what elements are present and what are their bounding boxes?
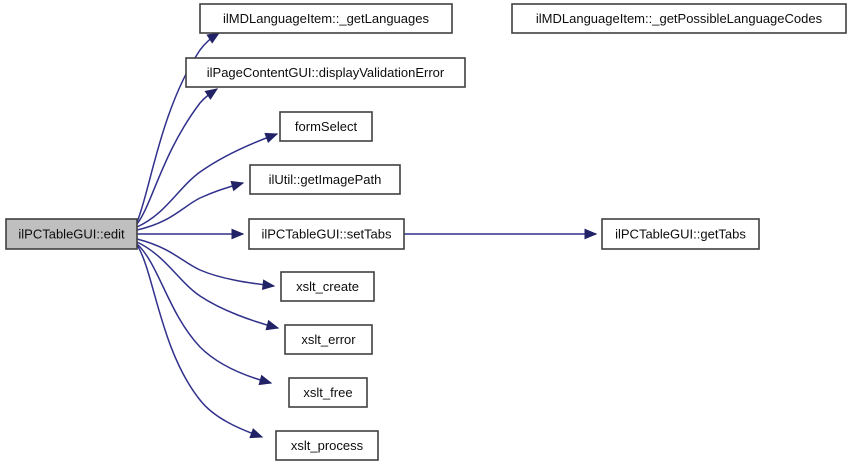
node-box-xslt_create[interactable] bbox=[280, 271, 375, 302]
node-label-getPossibleLanguageCodes: ilMDLanguageItem::_getPossibleLanguageCo… bbox=[536, 11, 823, 26]
edge-root-to-formSelect-line bbox=[136, 133, 278, 228]
edge-root-to-getImagePath-arrowhead bbox=[230, 180, 245, 192]
node-label-xslt_process: xslt_process bbox=[291, 438, 364, 453]
edge-root-to-xslt_free-arrowhead bbox=[258, 374, 273, 386]
graph-node-getLanguages[interactable]: ilMDLanguageItem::_getLanguages bbox=[199, 3, 453, 34]
graph-node-xslt_create[interactable]: xslt_create bbox=[280, 271, 375, 302]
node-box-displayValidationError[interactable] bbox=[185, 57, 466, 88]
edge-root-to-xslt_free-line bbox=[136, 243, 272, 384]
edge-layer bbox=[136, 32, 598, 439]
node-layer: ilPCTableGUI::edit ilMDLanguageItem::_get… bbox=[5, 3, 847, 461]
node-label-xslt_create: xslt_create bbox=[296, 279, 359, 294]
node-box-xslt_process[interactable] bbox=[275, 430, 379, 461]
node-label-getImagePath: ilUtil::getImagePath bbox=[269, 172, 382, 187]
edge-root-to-xslt_error-arrowhead bbox=[265, 319, 280, 331]
edge-root-to-setTabs-arrowhead bbox=[231, 228, 245, 240]
node-label-xslt_free: xslt_free bbox=[303, 385, 352, 400]
edge-root-to-xslt_process-line bbox=[136, 244, 263, 438]
node-box-xslt_free[interactable] bbox=[288, 377, 368, 408]
graph-node-displayValidationError[interactable]: ilPageContentGUI::displayValidationError bbox=[185, 57, 466, 88]
node-label-xslt_error: xslt_error bbox=[301, 332, 356, 347]
node-label-formSelect: formSelect bbox=[295, 119, 358, 134]
graph-node-formSelect[interactable]: formSelect bbox=[279, 111, 373, 142]
node-label-setTabs: ilPCTableGUI::setTabs bbox=[261, 226, 392, 241]
edge-root-to-displayValidationError-arrowhead bbox=[204, 88, 219, 100]
edge-root-to-displayValidationError-line bbox=[136, 88, 218, 225]
node-label-getTabs: ilPCTableGUI::getTabs bbox=[615, 226, 746, 241]
node-label-getLanguages: ilMDLanguageItem::_getLanguages bbox=[223, 11, 429, 26]
edge-root-to-getLanguages-arrowhead bbox=[206, 32, 221, 44]
edge-root-to-xslt_create-line bbox=[136, 238, 275, 287]
graph-node-root[interactable]: ilPCTableGUI::edit bbox=[5, 218, 138, 250]
node-box-root[interactable] bbox=[5, 218, 138, 250]
node-box-setTabs[interactable] bbox=[248, 218, 405, 250]
graph-node-getPossibleLanguageCodes[interactable]: ilMDLanguageItem::_getPossibleLanguageCo… bbox=[511, 3, 847, 34]
edge-setTabs-to-getTabs-arrowhead bbox=[584, 228, 598, 240]
node-label-displayValidationError: ilPageContentGUI::displayValidationError bbox=[207, 65, 445, 80]
node-box-getLanguages[interactable] bbox=[199, 3, 453, 34]
graph-node-xslt_process[interactable]: xslt_process bbox=[275, 430, 379, 461]
edge-root-to-formSelect-arrowhead bbox=[264, 132, 279, 143]
node-box-getImagePath[interactable] bbox=[249, 164, 401, 195]
graph-node-getImagePath[interactable]: ilUtil::getImagePath bbox=[249, 164, 401, 195]
graph-node-xslt_free[interactable]: xslt_free bbox=[288, 377, 368, 408]
edge-root-to-xslt_error-line bbox=[136, 241, 279, 329]
edge-root-to-xslt_process-arrowhead bbox=[249, 428, 264, 439]
node-box-xslt_error[interactable] bbox=[284, 324, 373, 355]
node-box-getPossibleLanguageCodes[interactable] bbox=[511, 3, 847, 34]
node-label-root: ilPCTableGUI::edit bbox=[18, 226, 125, 241]
edge-root-to-xslt_create-arrowhead bbox=[261, 279, 276, 290]
node-box-getTabs[interactable] bbox=[601, 218, 760, 250]
graph-node-xslt_error[interactable]: xslt_error bbox=[284, 324, 373, 355]
node-box-formSelect[interactable] bbox=[279, 111, 373, 142]
graph-node-getTabs[interactable]: ilPCTableGUI::getTabs bbox=[601, 218, 760, 250]
graph-node-setTabs[interactable]: ilPCTableGUI::setTabs bbox=[248, 218, 405, 250]
edge-root-to-getImagePath-line bbox=[136, 182, 244, 231]
